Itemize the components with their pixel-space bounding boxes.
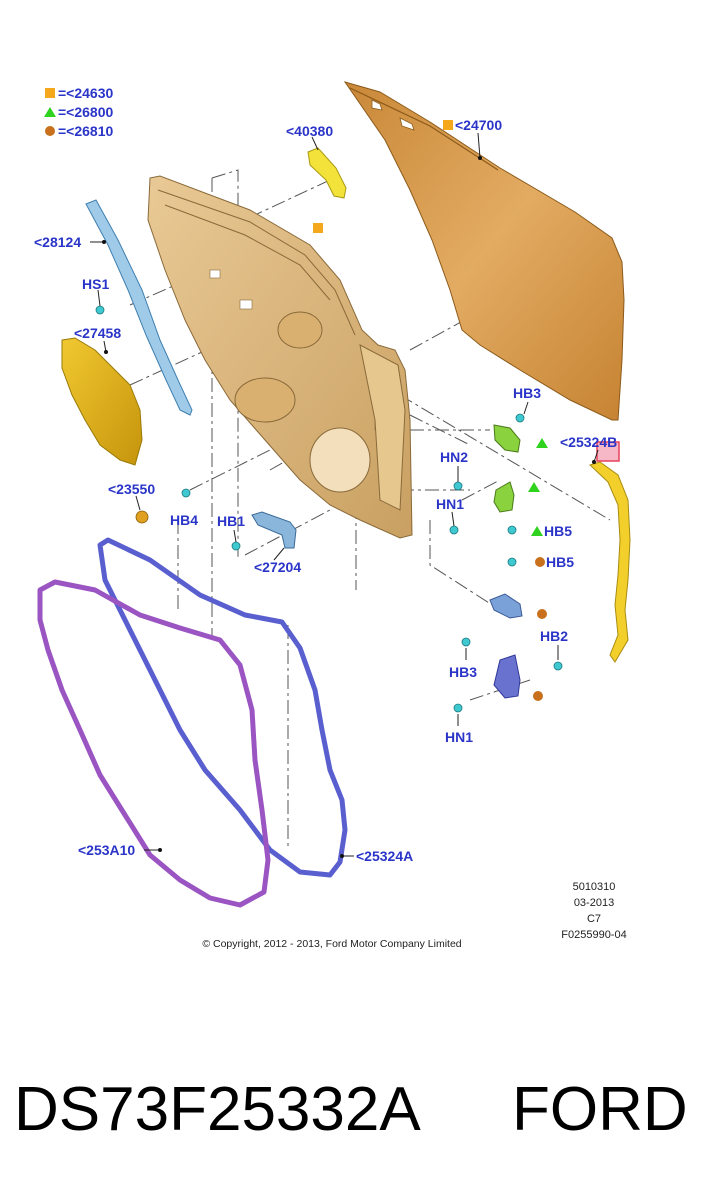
brand-name: FORD	[512, 1075, 688, 1144]
bolt-hn2	[453, 481, 463, 491]
meta-fig: F0255990-04	[561, 929, 626, 941]
label-27458: <27458	[74, 325, 121, 341]
label-hn1-low: HN1	[445, 729, 473, 745]
label-23550: <23550	[108, 481, 155, 497]
label-24700: <24700	[455, 117, 502, 133]
bolt-hs1	[95, 305, 105, 315]
bolt-hb2	[553, 661, 563, 671]
door-check-27204	[251, 511, 297, 549]
exploded-door-diagram: =<24630 =<26800 =<26810	[34, 81, 631, 950]
bolt-hb5-b	[507, 557, 517, 567]
inner-door-frame	[147, 175, 413, 539]
seal-25324a	[97, 537, 348, 878]
circle-marker-icon-1	[535, 557, 545, 567]
label-hb5-b: HB5	[546, 554, 574, 570]
label-hb3-top: HB3	[513, 385, 541, 401]
label-hs1: HS1	[82, 276, 109, 292]
label-24700-square-icon	[443, 120, 453, 130]
watershield-27458	[61, 337, 143, 466]
label-27204: <27204	[254, 559, 301, 575]
circle-marker-icon-3	[533, 691, 543, 701]
seal-25324b	[589, 461, 631, 663]
meta-code: 5010310	[573, 881, 616, 893]
label-hb3-low: HB3	[449, 664, 477, 680]
legend: =<24630 =<26800 =<26810	[44, 85, 113, 139]
hinge-upper	[493, 424, 521, 453]
bolt-hb1	[231, 541, 241, 551]
legend-text-2: =<26800	[58, 104, 113, 120]
bolt-hb3-low	[461, 637, 471, 647]
label-hn2: HN2	[440, 449, 468, 465]
legend-text-1: =<24630	[58, 85, 113, 101]
meta-rev: C7	[587, 913, 601, 925]
label-253a10: <253A10	[78, 842, 135, 858]
label-hb2: HB2	[540, 628, 568, 644]
bolt-hn1-mid	[449, 525, 459, 535]
part-number: DS73F25332A	[14, 1075, 421, 1144]
square-marker-icon	[313, 223, 323, 233]
label-28124: <28124	[34, 234, 81, 250]
legend-square-icon	[45, 88, 55, 98]
bolt-hb5-a	[507, 525, 517, 535]
footer: DS73F25332A FORD	[0, 1060, 708, 1160]
label-40380: <40380	[286, 123, 333, 139]
bolt-hn1-low	[453, 703, 463, 713]
outer-door-panel	[343, 81, 625, 421]
callout-labels: <40380 <24700 <28124 HS1 <27458 HB3 <253…	[34, 117, 617, 864]
clip-23550	[135, 510, 149, 524]
label-hn1-mid: HN1	[436, 496, 464, 512]
bracket-40380	[307, 147, 347, 199]
copyright: © Copyright, 2012 - 2013, Ford Motor Com…	[202, 938, 461, 950]
leader-lines	[90, 132, 599, 858]
glass-run-28124	[85, 199, 193, 416]
triangle-marker-icon-2	[528, 482, 540, 492]
label-hb1: HB1	[217, 513, 245, 529]
triangle-marker-icon-3	[531, 526, 543, 536]
check-bracket	[489, 593, 523, 619]
legend-text-3: =<26810	[58, 123, 113, 139]
label-hb4: HB4	[170, 512, 198, 528]
drawing-meta: 5010310 03-2013 C7 F0255990-04	[561, 881, 626, 941]
triangle-marker-icon-1	[536, 438, 548, 448]
hinge-middle	[493, 481, 515, 513]
label-hb5-a: HB5	[544, 523, 572, 539]
seal-253a10	[37, 579, 271, 908]
fasteners	[95, 305, 563, 713]
legend-triangle-icon	[44, 107, 56, 117]
label-25324b: <25324B	[560, 434, 617, 450]
bolt-hb4	[181, 488, 191, 498]
meta-date: 03-2013	[574, 897, 614, 909]
label-25324a: <25324A	[356, 848, 413, 864]
lower-hinge	[493, 654, 521, 699]
bolt-hb3-top	[515, 413, 525, 423]
circle-marker-icon-2	[537, 609, 547, 619]
legend-circle-icon	[45, 126, 55, 136]
